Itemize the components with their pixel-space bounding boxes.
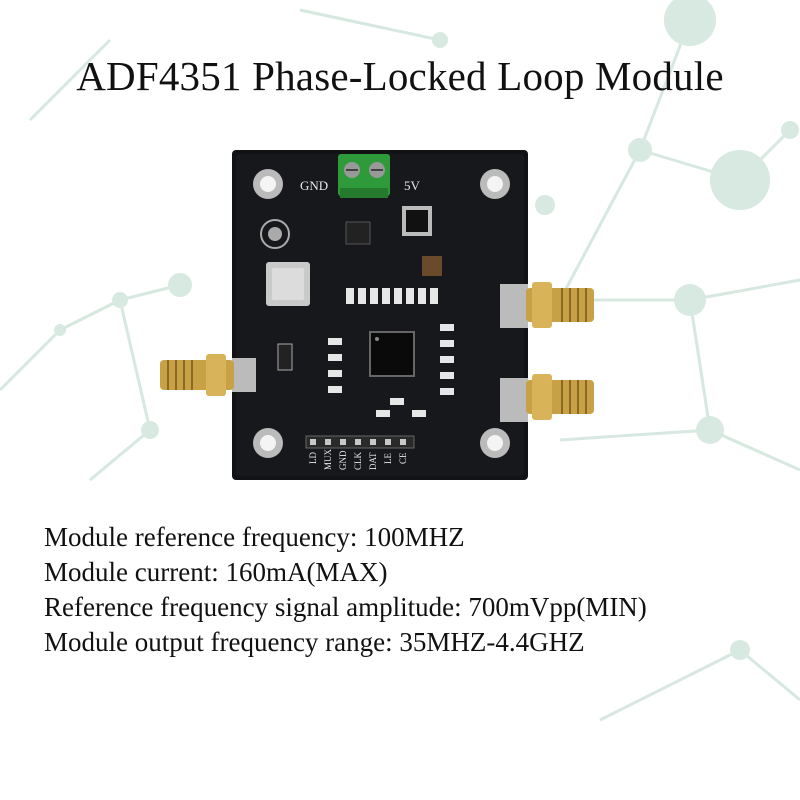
pin-label-gnd: GND — [338, 450, 348, 470]
power-terminal-block — [338, 154, 390, 198]
sma-connector-right-top — [500, 282, 594, 328]
mounting-holes — [253, 169, 510, 458]
pin-label-mux: MUX — [323, 448, 333, 470]
spec-reference-frequency: Module reference frequency: 100MHZ — [44, 522, 465, 552]
spec-module-current: Module current: 160mA(MAX) — [44, 557, 388, 587]
pin-label-le: LE — [383, 453, 393, 464]
pcb-module-photo: GND 5V — [150, 148, 610, 488]
page-title: ADF4351 Phase-Locked Loop Module — [76, 53, 724, 99]
pin-label-dat: DAT — [368, 452, 378, 470]
gnd-label: GND — [300, 178, 328, 193]
pin-label-ce: CE — [398, 452, 408, 464]
pin-header — [305, 435, 415, 449]
sma-connector-left — [160, 354, 256, 396]
sma-connector-right-bottom — [500, 374, 594, 422]
pin-label-clk: CLK — [353, 451, 363, 470]
spec-reference-amplitude: Reference frequency signal amplitude: 70… — [44, 592, 647, 622]
spec-output-range: Module output frequency range: 35MHZ-4.4… — [44, 627, 585, 657]
adf4351-chip — [369, 331, 415, 377]
5v-label: 5V — [404, 178, 421, 193]
spec-list: Module reference frequency: 100MHZ Modul… — [44, 520, 647, 660]
pin-label-ld: LD — [308, 452, 318, 464]
